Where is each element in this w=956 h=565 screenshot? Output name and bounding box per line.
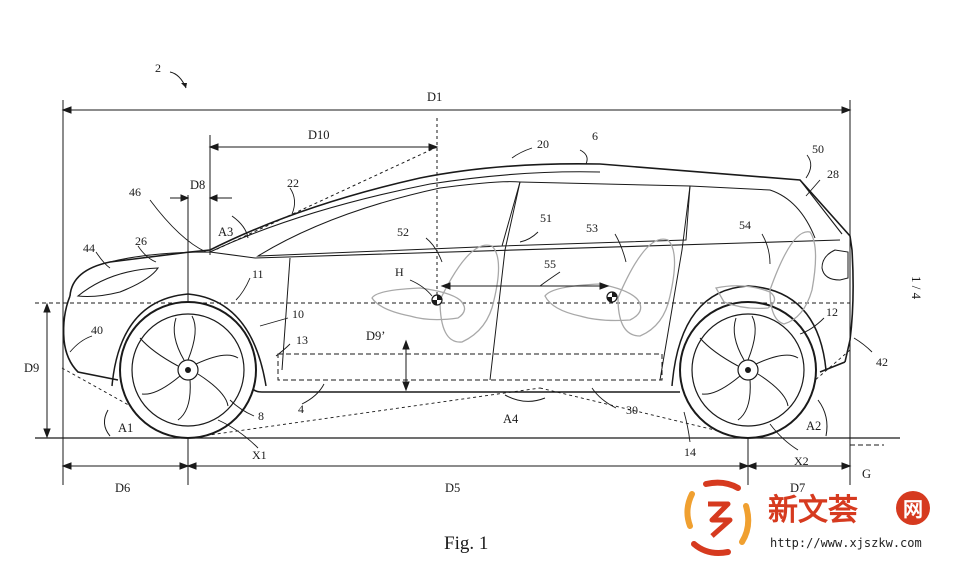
ground-label-g: G: [862, 467, 871, 481]
ref-label-8: 8: [258, 409, 264, 423]
watermark-brand-text: 新文荟: [768, 493, 858, 528]
ref-label-x1: X1: [252, 448, 267, 462]
vehicle-windows: [256, 181, 816, 381]
watermark-swirl-icon: [684, 479, 752, 556]
sheet-number: 1 / 4: [909, 276, 924, 300]
arrowhead-icon: [181, 83, 187, 88]
ref-label-54: 54: [739, 218, 751, 232]
ref-label-6: 6: [592, 129, 598, 143]
ref-label-4: 4: [298, 402, 304, 416]
ref-label-30: 30: [626, 403, 638, 417]
figure-caption: Fig. 1: [444, 533, 488, 554]
ref-label-53: 53: [586, 221, 598, 235]
ref-label-44: 44: [83, 241, 95, 255]
angle-arc-a3: [231, 215, 249, 239]
dim-label-d9-prime: D9’: [366, 329, 385, 343]
dim-label-d7: D7: [790, 481, 805, 495]
ref-label-52: 52: [397, 225, 409, 239]
front-wheel: [119, 301, 257, 439]
headlight: [76, 267, 160, 298]
angle-label-a4: A4: [503, 412, 519, 426]
ref-label-22: 22: [287, 176, 299, 190]
dimension-d1: [61, 100, 852, 485]
ref-label-55: 55: [544, 257, 556, 271]
dimension-bottom: [61, 380, 852, 485]
dimension-d9-prime: [402, 339, 410, 392]
ref-label-50: 50: [812, 142, 824, 156]
rear-lamp: [821, 249, 849, 281]
ref-label-42: 42: [876, 355, 888, 369]
ref-label-x2: X2: [794, 454, 809, 468]
ref-label-46: 46: [129, 185, 141, 199]
dim-label-d6: D6: [115, 481, 130, 495]
dim-label-d8: D8: [190, 178, 205, 192]
angle-label-a3: A3: [218, 225, 233, 239]
dim-label-d10: D10: [308, 128, 330, 142]
angle-arc-a4: [504, 394, 546, 402]
watermark-url: http://www.xjszkw.com: [770, 536, 922, 550]
dimension-d9: [43, 302, 51, 439]
ref-label-2: 2: [155, 61, 161, 75]
ref-label-14: 14: [684, 445, 696, 459]
ref-label-10: 10: [292, 307, 304, 321]
ref-label-11: 11: [252, 267, 264, 281]
ref-label-h: H: [395, 265, 404, 279]
seats: [371, 231, 817, 343]
rear-wheel: [679, 301, 817, 439]
dimension-55: [440, 282, 610, 290]
ref-label-51: 51: [540, 211, 552, 225]
angle-label-a1: A1: [118, 421, 133, 435]
dim-label-d9: D9: [24, 361, 39, 375]
angle-label-a2: A2: [806, 419, 821, 433]
ref-label-26: 26: [135, 234, 147, 248]
leader-lines: [69, 147, 873, 451]
watermark-badge-text: 网: [903, 497, 923, 521]
vehicle-body: [62, 162, 854, 393]
ref-label-28: 28: [827, 167, 839, 181]
ref-label-13: 13: [296, 333, 308, 347]
ref-label-20: 20: [537, 137, 549, 151]
h-point-markers: [431, 291, 618, 306]
front-wheel-arch: [111, 293, 267, 387]
angle-arc-a1: [104, 409, 111, 437]
dimension-d10: [208, 118, 439, 300]
dim-label-d5: D5: [445, 481, 460, 495]
angle-arc-a2: [817, 399, 828, 437]
watermark-badge: [896, 491, 930, 525]
watermark-logo: 新文荟 网 http://www.xjszkw.com: [684, 479, 930, 556]
dim-label-d1: D1: [427, 90, 442, 104]
battery-pack-outline: [277, 353, 663, 381]
ref-label-40: 40: [91, 323, 103, 337]
ref-label-12: 12: [826, 305, 838, 319]
vehicle-hood: [109, 171, 843, 263]
